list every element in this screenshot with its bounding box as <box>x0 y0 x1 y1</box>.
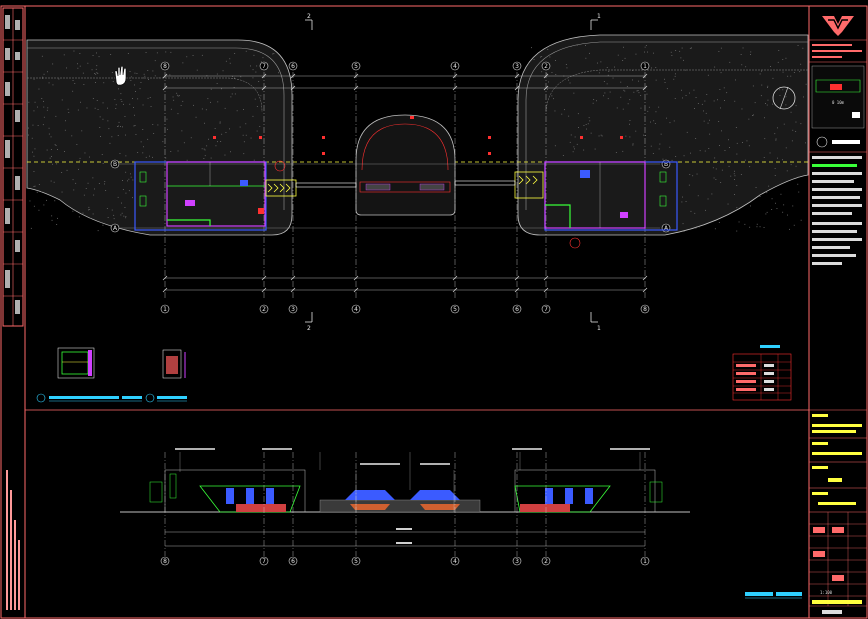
scale-text: 0 10m <box>832 100 845 105</box>
sheet-number: 1:100 <box>820 590 833 595</box>
plan-axis-label-top: 5 <box>354 63 358 70</box>
row-label-b-left: B <box>113 161 117 168</box>
plan-axis-label-top: 2 <box>544 63 548 70</box>
section-axis-label: 7 <box>262 558 266 565</box>
section-axis-bubbles: 8 7 6 5 4 3 2 1 <box>160 556 650 566</box>
north-arrow-icon <box>772 86 796 110</box>
section-axis-label: 2 <box>544 558 548 565</box>
section-axis-label: 8 <box>163 558 167 565</box>
plan-axis-label-bottom: 1 <box>163 306 167 313</box>
central-island <box>355 114 456 216</box>
left-vertical-notes <box>6 470 20 610</box>
plan-axis-label-bottom: 3 <box>291 306 295 313</box>
plan-axis-label-top: 8 <box>163 63 167 70</box>
plan-axis-label-top: 4 <box>453 63 457 70</box>
section-title <box>745 592 802 599</box>
detail-middle <box>145 349 187 403</box>
company-logo-icon <box>822 16 854 36</box>
plan-axis-label-top: 7 <box>262 63 266 70</box>
section-mark-2-top: 2 <box>307 13 311 20</box>
detail-left <box>36 347 142 403</box>
section-axis-label: 4 <box>453 558 457 565</box>
paving-hatch <box>28 44 807 232</box>
plan-axis-bubbles-bottom: 1 2 3 4 5 6 7 8 <box>160 304 650 314</box>
plan-axis-label-bottom: 2 <box>262 306 266 313</box>
title-block: 0 10m <box>809 16 867 614</box>
row-label-b-right: B <box>664 161 668 168</box>
revision-strip-marks <box>5 15 20 314</box>
left-guardhouse-plan <box>134 160 297 231</box>
section-mark-1-bottom: 1 <box>597 325 601 332</box>
section-axis-label: 3 <box>515 558 519 565</box>
section-axis-label: 5 <box>354 558 358 565</box>
plan-axis-bubbles-top: 8 7 6 5 4 3 2 1 <box>160 61 650 71</box>
legend-table <box>732 345 792 401</box>
barrier-gates <box>295 180 516 193</box>
section-axis-label: 6 <box>291 558 295 565</box>
section-grid-lines <box>164 452 646 556</box>
section-mark-2-bottom: 2 <box>307 325 311 332</box>
plan-axis-label-top: 1 <box>643 63 647 70</box>
section-dimension-lines <box>165 528 645 547</box>
plan-axis-label-bottom: 6 <box>515 306 519 313</box>
revision-strip <box>3 8 23 326</box>
plan-dimension-lines <box>162 73 648 293</box>
section-mark-1-top: 1 <box>597 13 601 20</box>
section-cut-markers: 2 2 1 1 <box>305 13 601 332</box>
hand-pan-icon[interactable] <box>114 65 127 86</box>
section-elevation <box>120 448 690 513</box>
section-axis-label: 1 <box>643 558 647 565</box>
right-guardhouse-plan <box>514 161 678 249</box>
plan-axis-label-top: 6 <box>291 63 295 70</box>
row-label-a-right: A <box>664 225 669 232</box>
row-label-a-left: A <box>113 225 118 232</box>
plan-axis-label-bottom: 5 <box>453 306 457 313</box>
plan-axis-label-bottom: 8 <box>643 306 647 313</box>
plan-axis-label-bottom: 4 <box>354 306 358 313</box>
callout-markers <box>213 116 623 155</box>
plan-axis-label-bottom: 7 <box>544 306 548 313</box>
plan-grid-lines <box>164 72 646 300</box>
plan-axis-label-top: 3 <box>515 63 519 70</box>
seal-stamp-icon <box>813 527 844 581</box>
